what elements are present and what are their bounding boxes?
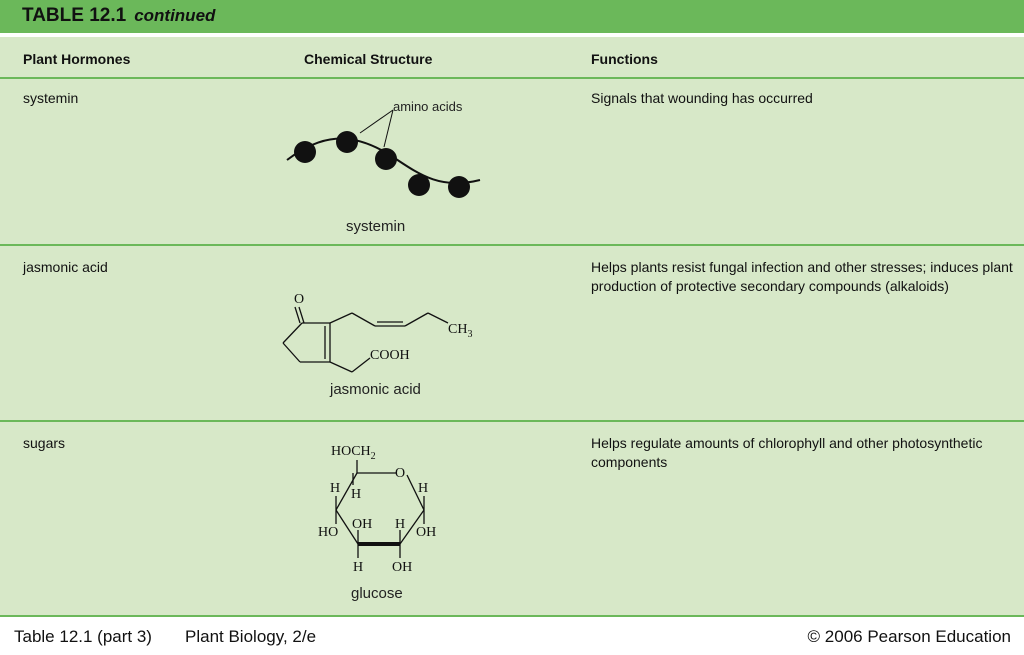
- atom-label: H: [330, 481, 340, 496]
- table-number: TABLE 12.1: [22, 5, 127, 26]
- divider: [0, 77, 1024, 79]
- atom-label: H: [395, 517, 405, 532]
- hormone-function: Signals that wounding has occurred: [591, 90, 813, 106]
- divider: [0, 420, 1024, 422]
- atom-label: HOCH2: [331, 444, 376, 462]
- amino-acid-bead: [294, 141, 316, 163]
- atom-label: OH: [352, 517, 372, 532]
- table-title: TABLE 12.1 continued: [22, 5, 215, 27]
- structure-caption: glucose: [351, 585, 403, 602]
- systemin-structure: [286, 109, 481, 198]
- column-header-hormones: Plant Hormones: [23, 51, 131, 67]
- glucose-structure: HOCH2 O H H H HO OH H OH H OH: [318, 444, 436, 575]
- jasmonic-acid-structure: O CH3 COOH: [282, 292, 472, 373]
- hormone-name: systemin: [23, 90, 79, 106]
- structure-caption: jasmonic acid: [330, 381, 421, 398]
- amino-acids-label: amino acids: [393, 99, 463, 114]
- atom-label: CH3: [448, 322, 472, 340]
- atom-label: O: [395, 466, 405, 481]
- book-title: Plant Biology, 2/e: [185, 627, 317, 646]
- column-header-functions: Functions: [591, 51, 658, 67]
- atom-label: O: [294, 292, 304, 307]
- copyright: © 2006 Pearson Education: [807, 627, 1011, 646]
- atom-label: HO: [318, 525, 338, 540]
- atom-label: H: [418, 481, 428, 496]
- table-subtitle: continued: [134, 6, 216, 25]
- hormone-name: sugars: [23, 435, 66, 451]
- hormone-function: Helps regulate amounts of chlorophyll an…: [591, 435, 983, 470]
- divider: [0, 244, 1024, 246]
- table-header-bar: TABLE 12.1 continued: [0, 0, 1024, 33]
- atom-label: H: [351, 487, 361, 502]
- structure-caption: systemin: [346, 218, 406, 235]
- amino-acid-bead: [448, 176, 470, 198]
- hormone-name: jasmonic acid: [23, 259, 108, 275]
- column-header-structure: Chemical Structure: [304, 51, 433, 67]
- figure-label: Table 12.1 (part 3): [14, 627, 152, 646]
- hormone-table: [0, 37, 1024, 616]
- divider: [0, 615, 1024, 617]
- amino-acid-bead: [375, 148, 397, 170]
- atom-label: COOH: [370, 348, 410, 363]
- amino-acid-bead: [336, 131, 358, 153]
- atom-label: OH: [392, 560, 412, 575]
- hormone-function: Helps plants resist fungal infection and…: [591, 259, 1013, 294]
- amino-acid-bead: [408, 174, 430, 196]
- atom-label: H: [353, 560, 363, 575]
- atom-label: OH: [416, 525, 436, 540]
